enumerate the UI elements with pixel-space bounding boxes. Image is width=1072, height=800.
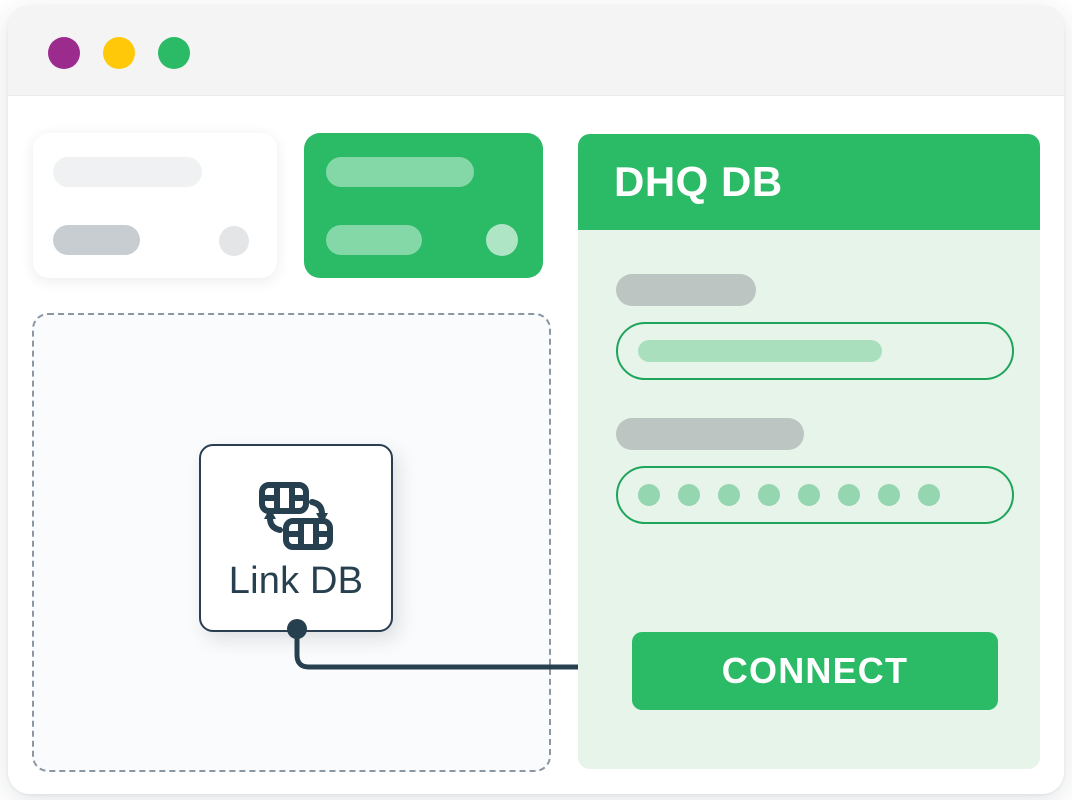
database-sync-icon bbox=[259, 482, 333, 550]
placeholder-avatar bbox=[486, 224, 518, 256]
close-button[interactable] bbox=[48, 37, 80, 69]
password-field-label bbox=[616, 418, 804, 450]
placeholder-bar-title bbox=[53, 157, 202, 187]
minimize-button[interactable] bbox=[103, 37, 135, 69]
traffic-light-group bbox=[48, 37, 190, 69]
database-connection-panel: DHQ DB bbox=[578, 134, 1040, 769]
workflow-canvas: Link DB DHQ DB bbox=[8, 97, 1064, 794]
password-dot bbox=[838, 484, 860, 506]
placeholder-bar-title bbox=[326, 157, 474, 187]
maximize-button[interactable] bbox=[158, 37, 190, 69]
password-dot bbox=[918, 484, 940, 506]
username-field-label bbox=[616, 274, 756, 306]
panel-body: CONNECT bbox=[578, 230, 1040, 769]
password-dot bbox=[678, 484, 700, 506]
placeholder-bar-subtitle bbox=[326, 225, 422, 255]
placeholder-card-white[interactable] bbox=[33, 133, 277, 278]
placeholder-bar-subtitle bbox=[53, 225, 140, 255]
panel-title: DHQ DB bbox=[614, 158, 783, 205]
password-input[interactable] bbox=[616, 466, 1014, 524]
node-card-link-db[interactable]: Link DB bbox=[199, 444, 393, 632]
username-input[interactable] bbox=[616, 322, 1014, 380]
window-titlebar bbox=[8, 6, 1064, 96]
username-input-value bbox=[638, 340, 882, 362]
node-output-port[interactable] bbox=[287, 619, 307, 639]
password-dot bbox=[758, 484, 780, 506]
password-dot bbox=[798, 484, 820, 506]
panel-header: DHQ DB bbox=[578, 134, 1040, 230]
password-dot bbox=[638, 484, 660, 506]
password-dot bbox=[718, 484, 740, 506]
placeholder-avatar bbox=[219, 226, 249, 256]
placeholder-card-green[interactable] bbox=[304, 133, 543, 278]
password-dot bbox=[878, 484, 900, 506]
node-card-label: Link DB bbox=[228, 560, 364, 602]
connect-button[interactable]: CONNECT bbox=[632, 632, 998, 710]
app-window: Link DB DHQ DB bbox=[8, 6, 1064, 794]
password-masked-value bbox=[638, 484, 940, 506]
